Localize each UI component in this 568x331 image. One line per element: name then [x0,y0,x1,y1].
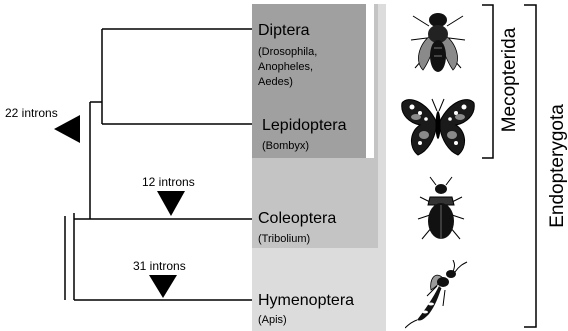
intron-triangle-31 [149,275,177,298]
order-label-lepidoptera: Lepidoptera [262,117,347,135]
genus-label-coleoptera: (Tribolium) [258,232,310,247]
intron-label-12: 12 introns [142,175,195,189]
beetle-icon [416,175,466,247]
fly-icon [403,4,473,84]
wasp-icon [405,260,475,330]
intron-triangle-22 [54,115,80,143]
intron-triangle-12 [157,191,185,216]
order-label-hymenoptera: Hymenoptera [258,292,354,310]
order-label-diptera: Diptera [258,22,310,40]
intron-label-22: 22 introns [5,106,58,120]
order-label-coleoptera: Coleoptera [258,210,336,228]
genus-label-diptera: (Drosophila, Anopheles, Aedes) [258,45,317,90]
clade-label-mecopterida: Mecopterida [498,25,522,135]
clade-label-endopterygota: Endopterygota [545,88,568,244]
genus-label-hymenoptera: (Apis) [258,313,287,328]
butterfly-icon [398,93,478,159]
genus-label-lepidoptera: (Bombyx) [262,139,309,154]
intron-label-31: 31 introns [133,259,186,273]
